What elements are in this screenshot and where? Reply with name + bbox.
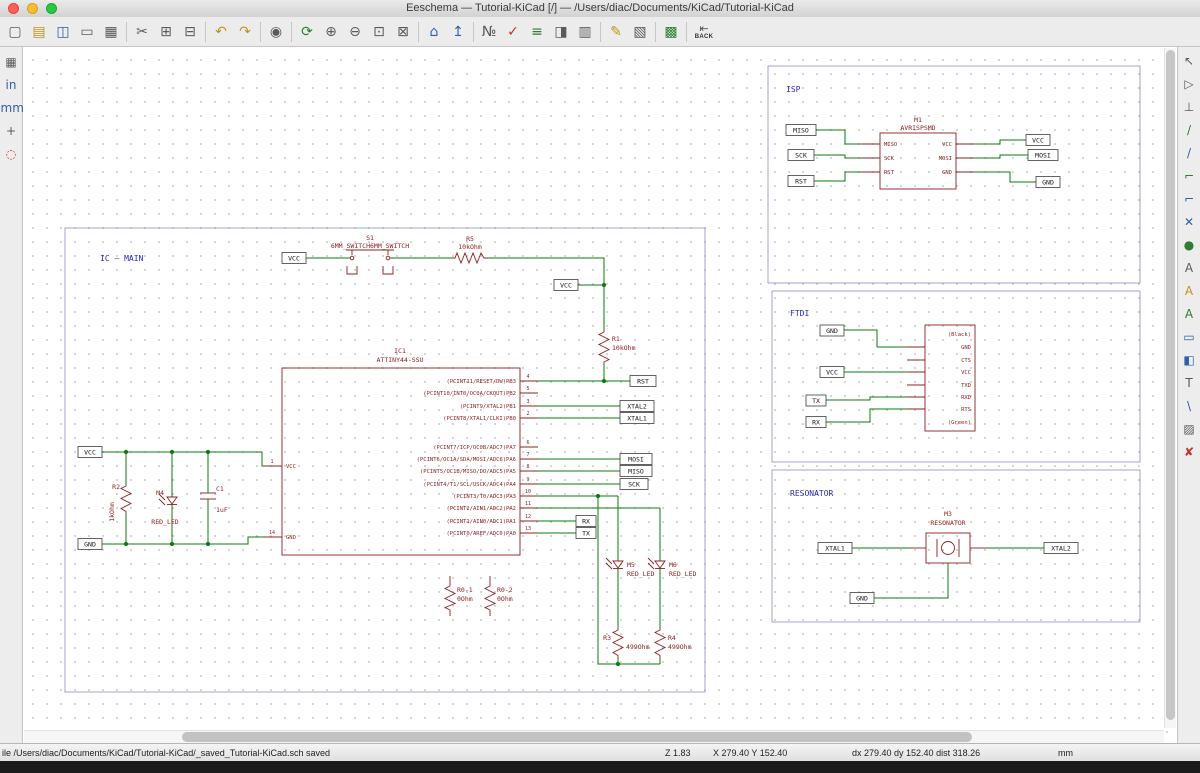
place-hierarchical-sheet-button[interactable]: ▭ <box>1179 327 1200 348</box>
place-power-port-button[interactable]: ⊥ <box>1179 97 1200 118</box>
open-schematic-button[interactable]: ▤ <box>27 19 51 45</box>
undo-button[interactable]: ↶ <box>209 19 233 45</box>
status-bar: ile /Users/diac/Documents/KiCad/Tutorial… <box>0 743 1200 761</box>
zoom-fit-button[interactable]: ⊡ <box>367 19 391 45</box>
bus-to-bus-entry-button[interactable]: ⌐ <box>1179 189 1200 210</box>
cursor-delta: dx 279.40 dy 152.40 dist 318.26 <box>852 748 980 758</box>
top-toolbar: ▢ ▤ ◫ ▭ ▦ ✂ ⊞ ⊟ ↶ ↷ ◉ ⟳ ⊕ ⊖ ⊡ ⊠ ⌂ ↥ № ✓ … <box>0 17 1200 47</box>
horizontal-scrollbar[interactable] <box>24 730 1164 743</box>
run-pcbnew-button[interactable]: ▩ <box>659 19 683 45</box>
horizontal-scrollbar-thumb[interactable] <box>182 732 972 742</box>
vertical-scrollbar[interactable] <box>1164 48 1176 728</box>
wire-to-bus-entry-button[interactable]: ⌐ <box>1179 166 1200 187</box>
find-button[interactable]: ◉ <box>264 19 288 45</box>
place-no-connect-button[interactable]: ✕ <box>1179 212 1200 233</box>
new-schematic-button[interactable]: ▢ <box>3 19 27 45</box>
cursor-position: X 279.40 Y 152.40 <box>713 748 787 758</box>
place-image-button[interactable]: ▨ <box>1179 419 1200 440</box>
schematic-canvas[interactable] <box>23 47 1177 744</box>
print-button[interactable]: ▦ <box>99 19 123 45</box>
cursor-tool-button[interactable]: ↖ <box>1179 51 1200 72</box>
redo-button[interactable]: ↷ <box>233 19 257 45</box>
annotate-button[interactable]: № <box>477 19 501 45</box>
place-bus-button[interactable]: / <box>1179 143 1200 164</box>
paste-button[interactable]: ⊟ <box>178 19 202 45</box>
titlebar: Eeschema — Tutorial-KiCad [/] — /Users/d… <box>0 0 1200 18</box>
bottom-dark-bar <box>0 761 1200 773</box>
place-text-button[interactable]: T <box>1179 373 1200 394</box>
back-annotate-caption: BACK <box>695 34 714 40</box>
leave-sheet-button[interactable]: ↥ <box>446 19 470 45</box>
place-junction-button[interactable]: ● <box>1179 235 1200 256</box>
library-editor-button[interactable]: ✎ <box>604 19 628 45</box>
zoom-in-button[interactable]: ⊕ <box>319 19 343 45</box>
zoom-selection-button[interactable]: ⊠ <box>391 19 415 45</box>
back-annotate-button[interactable]: ⇤ BACK <box>690 19 718 45</box>
erc-check-button[interactable]: ✓ <box>501 19 525 45</box>
show-hidden-pins-button[interactable]: ◌ <box>1 144 22 165</box>
place-polyline-button[interactable]: \ <box>1179 396 1200 417</box>
place-component-button[interactable]: ▷ <box>1179 74 1200 95</box>
assign-footprints-button[interactable]: ◨ <box>549 19 573 45</box>
zoom-level: Z 1.83 <box>665 748 691 758</box>
delete-items-button[interactable]: ✘ <box>1179 442 1200 463</box>
place-global-label-button[interactable]: A <box>1179 281 1200 302</box>
cut-button[interactable]: ✂ <box>130 19 154 45</box>
save-project-button[interactable]: ◫ <box>51 19 75 45</box>
units-mm-button[interactable]: mm <box>1 98 22 119</box>
right-toolbar: ↖ ▷ ⊥ / / ⌐ ⌐ ✕ ● A A A ▭ ◧ T \ ▨ ✘ <box>1177 47 1200 744</box>
redraw-view-button[interactable]: ⟳ <box>295 19 319 45</box>
window-title: Eeschema — Tutorial-KiCad [/] — /Users/d… <box>0 0 1200 17</box>
place-wire-button[interactable]: / <box>1179 120 1200 141</box>
units-inches-button[interactable]: in <box>1 75 22 96</box>
close-window-button[interactable] <box>8 3 19 14</box>
minimize-window-button[interactable] <box>27 3 38 14</box>
hierarchy-navigator-button[interactable]: ⌂ <box>422 19 446 45</box>
zoom-window-button[interactable] <box>46 3 57 14</box>
vertical-scrollbar-thumb[interactable] <box>1166 50 1175 720</box>
place-hierarchical-label-button[interactable]: A <box>1179 304 1200 325</box>
place-net-label-button[interactable]: A <box>1179 258 1200 279</box>
file-save-status: ile /Users/diac/Documents/KiCad/Tutorial… <box>2 748 330 758</box>
library-browser-button[interactable]: ▧ <box>628 19 652 45</box>
bom-button[interactable]: ≡ <box>525 19 549 45</box>
back-annotate-icon: ⇤ <box>699 23 708 34</box>
generate-netlist-button[interactable]: ▥ <box>573 19 597 45</box>
copy-button[interactable]: ⊞ <box>154 19 178 45</box>
zoom-out-button[interactable]: ⊖ <box>343 19 367 45</box>
import-sheet-pin-button[interactable]: ◧ <box>1179 350 1200 371</box>
cursor-shape-button[interactable]: + <box>1 121 22 142</box>
grid-toggle-button[interactable]: ▦ <box>1 52 22 73</box>
left-toolbar: ▦ in mm + ◌ <box>0 47 23 744</box>
units-indicator: mm <box>1058 748 1073 758</box>
page-settings-button[interactable]: ▭ <box>75 19 99 45</box>
